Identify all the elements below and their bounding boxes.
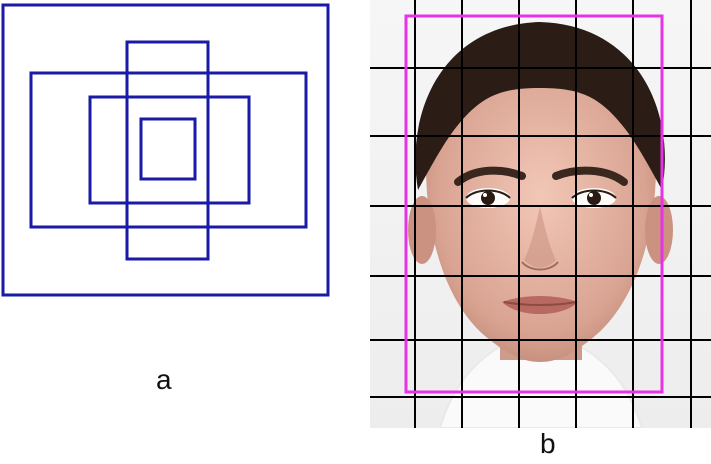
face-grid-svg — [370, 0, 711, 428]
hair — [415, 22, 665, 190]
mouth-line — [503, 301, 577, 306]
nose — [524, 206, 556, 268]
right-eyebrow — [552, 166, 628, 186]
right-ear — [645, 196, 673, 264]
panel-label-b: b — [540, 428, 556, 459]
face-detection-box — [404, 14, 664, 394]
nested-windows-diagram — [0, 0, 332, 300]
mid-window — [88, 95, 251, 205]
right-eye — [571, 188, 617, 208]
left-eyebrow — [454, 166, 526, 186]
wide-window — [29, 71, 308, 229]
inner-window — [139, 117, 197, 181]
black-grid — [370, 0, 711, 428]
nose-base — [521, 261, 559, 271]
face-grid-image — [370, 0, 711, 428]
panel-label-a: a — [156, 364, 172, 395]
outer-window — [1, 3, 330, 297]
tall-window — [125, 40, 210, 261]
nested-windows-svg — [1, 3, 330, 297]
left-eye — [465, 188, 511, 208]
